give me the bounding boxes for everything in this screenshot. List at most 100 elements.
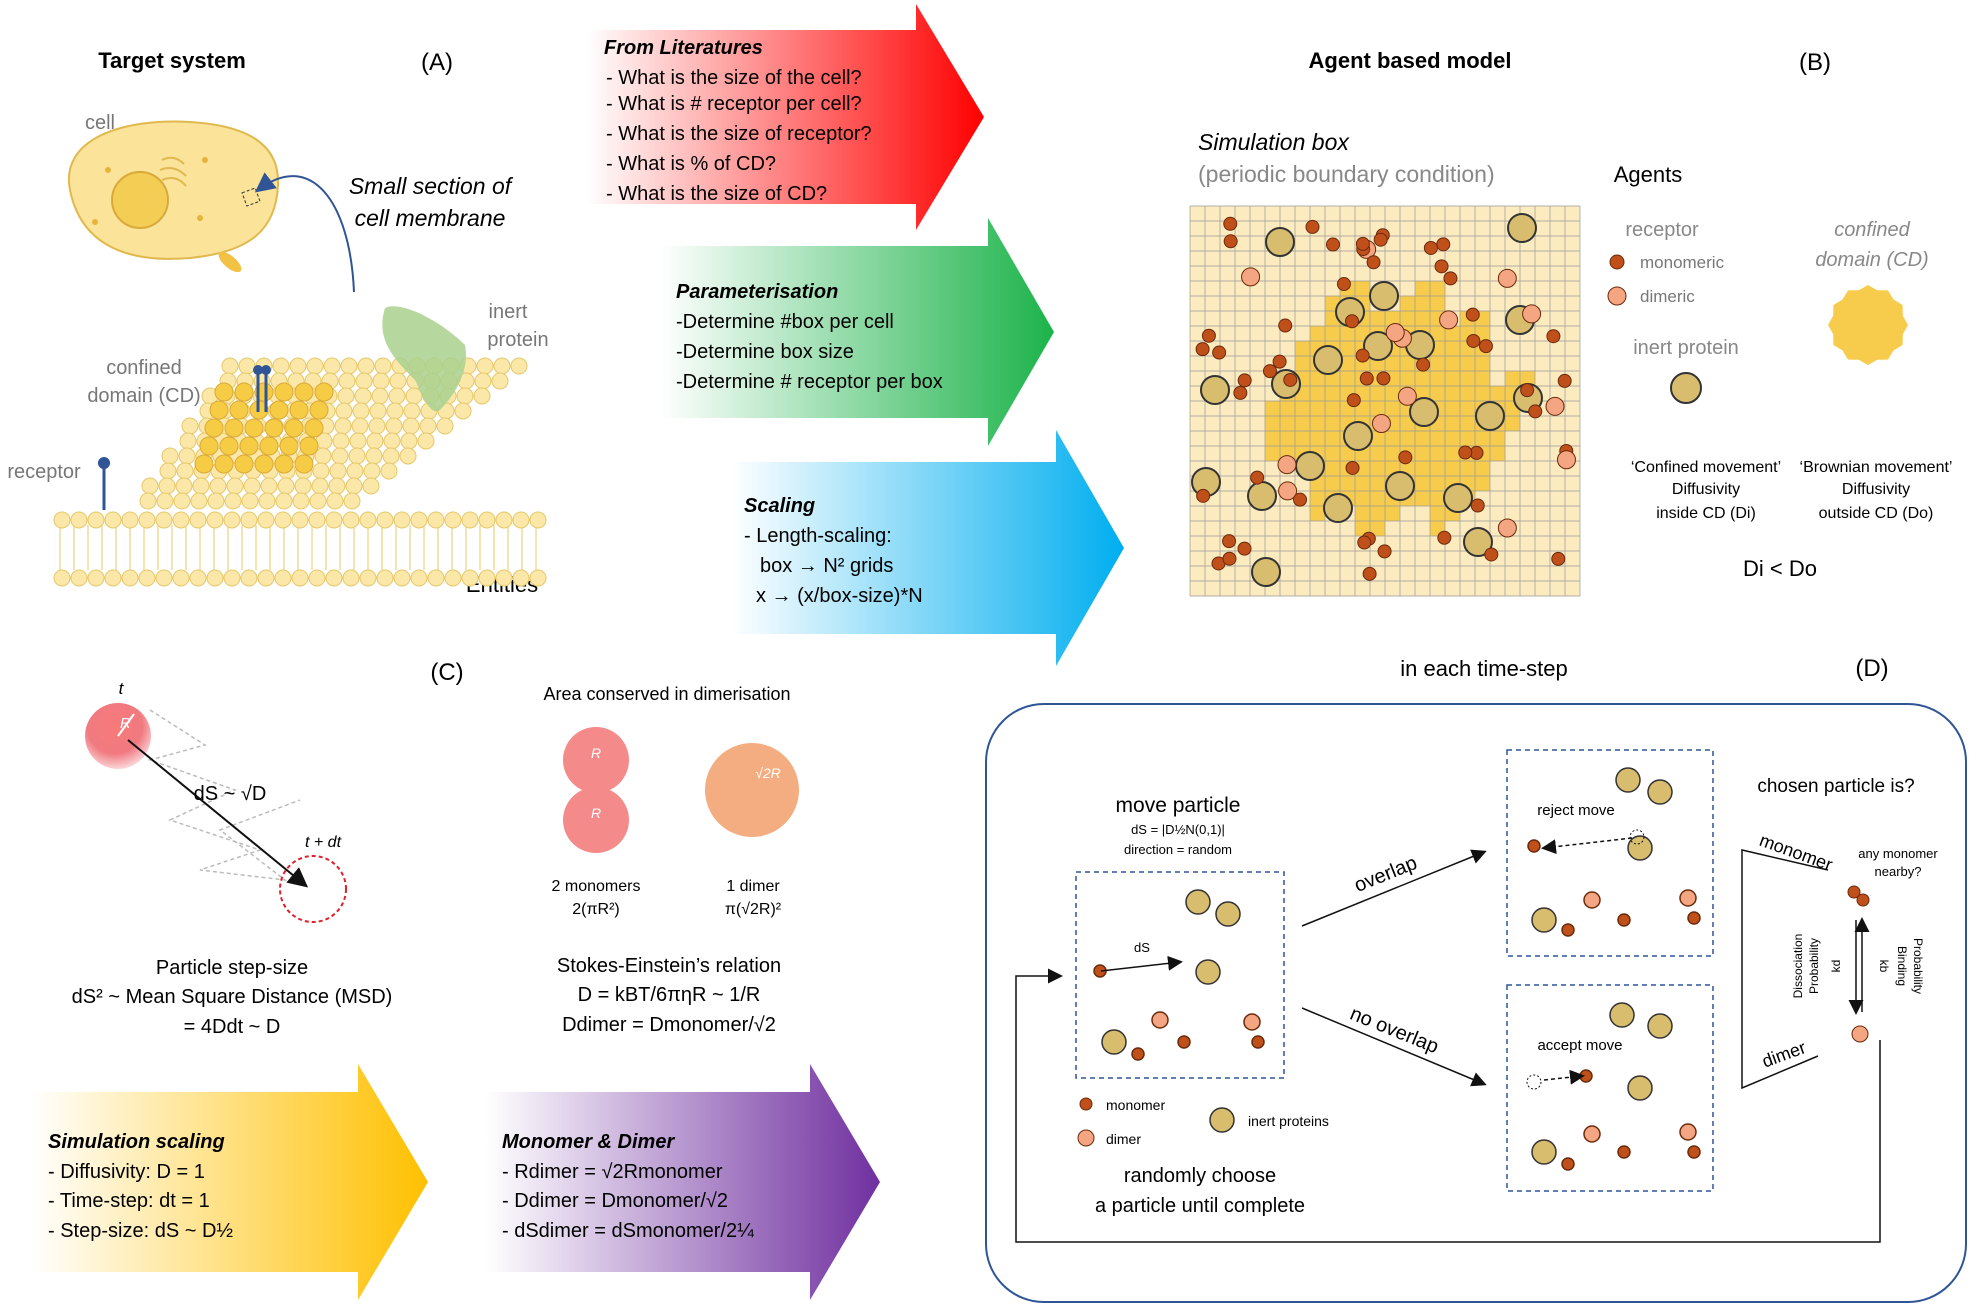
parameterisation-item-1: -Determine #box per cell	[676, 311, 894, 333]
inert-protein	[1343, 421, 1373, 451]
dimer-receptor	[1397, 386, 1417, 406]
monomer-receptor	[1398, 450, 1413, 465]
lipid-head	[209, 477, 227, 495]
monomer-receptor	[1458, 445, 1473, 460]
cd-lipid	[274, 382, 294, 402]
lipid-head	[400, 432, 418, 450]
cd-cell	[1295, 401, 1310, 416]
cd-cell	[1400, 431, 1415, 446]
dimer-receptor	[1497, 518, 1517, 538]
lipid-head	[529, 511, 547, 529]
lipid-head	[363, 462, 381, 480]
inert-protein	[1247, 481, 1277, 511]
monomer-receptor	[1434, 259, 1449, 274]
inert-protein	[1195, 959, 1221, 985]
lipid-head	[345, 477, 363, 495]
chosen-dimer	[1851, 1025, 1869, 1043]
cd-cell	[1430, 371, 1445, 386]
lipid-head	[192, 477, 210, 495]
step-arrow	[127, 739, 309, 888]
monomer-receptor	[1305, 219, 1320, 234]
cd-lipid	[309, 400, 329, 420]
lipid-head	[371, 387, 389, 405]
cd-cell	[1445, 326, 1460, 341]
dimer-diffusivity: Ddimer = Dmonomer/√2	[562, 1014, 776, 1036]
cd-cell	[1355, 281, 1370, 296]
lipid-head	[376, 569, 394, 587]
cd-cell	[1490, 446, 1505, 461]
area-title: Area conserved in dimerisation	[543, 684, 790, 704]
section-label-2: cell membrane	[355, 205, 506, 231]
lipid-head	[260, 477, 278, 495]
cd-lipid	[304, 418, 324, 438]
monomer-receptor	[1262, 364, 1277, 379]
cd-cell	[1445, 341, 1460, 356]
no-overlap-label: no overlap	[1347, 1003, 1442, 1058]
lipid-head	[141, 477, 159, 495]
dimer-legend-dot	[1607, 286, 1627, 306]
dimer-area: π(√2R)²	[725, 901, 782, 918]
move-sub-1: dS = |D½N(0,1)|	[1131, 822, 1225, 837]
cd-cell	[1415, 476, 1430, 491]
section-label-1: Small section of	[349, 173, 514, 199]
lipid-head	[362, 477, 380, 495]
scaling-item-3: x → (x/box-size)*N	[756, 585, 923, 607]
cd-cell	[1475, 386, 1490, 401]
lipid-head	[399, 447, 417, 465]
cd-cell	[1460, 416, 1475, 431]
lipid-head	[189, 511, 207, 529]
step-size-label: dS ~ √D	[194, 783, 267, 805]
cd-lipid	[314, 382, 334, 402]
brownian-line-2: Diffusivity	[1842, 481, 1910, 498]
cd-cell	[1340, 476, 1355, 491]
sim-scaling-item-3: - Step-size: dS ~ D½	[48, 1220, 233, 1242]
binding-2: Probability	[1911, 938, 1925, 994]
cd-cell	[1265, 416, 1280, 431]
cd-cell	[1340, 356, 1355, 371]
panel-d-header: in each time-step	[1400, 656, 1568, 681]
lipid-head	[311, 477, 329, 495]
random-walk-path	[147, 709, 301, 882]
cd-cell	[1415, 311, 1430, 326]
lipid-head	[342, 511, 360, 529]
lipid-head	[342, 569, 360, 587]
lipid-head	[374, 357, 392, 375]
cd-cell	[1430, 476, 1445, 491]
lipid-head	[179, 432, 197, 450]
inert-protein	[1463, 527, 1493, 557]
lipid-head	[346, 462, 364, 480]
monomer-receptor	[1520, 383, 1535, 398]
dimer-receptor	[1385, 323, 1405, 343]
lipid-head	[226, 477, 244, 495]
lipid-head	[326, 492, 344, 510]
cell-illustration	[67, 120, 355, 293]
literature-item-2: - What is # receptor per cell?	[606, 93, 862, 115]
cd-cell	[1355, 506, 1370, 521]
msd-line: dS² ~ Mean Square Distance (MSD)	[72, 986, 393, 1008]
cd-cell	[1475, 371, 1490, 386]
inert-label-1: inert	[489, 301, 528, 323]
lipid-head	[308, 569, 326, 587]
cd-lipid	[234, 454, 254, 474]
lipid-head	[309, 492, 327, 510]
monomer-receptor	[1237, 373, 1252, 388]
lipid-head	[343, 492, 361, 510]
inert-protein	[1531, 1139, 1557, 1165]
monomer-receptor	[1561, 923, 1575, 937]
lipid-head	[221, 357, 239, 375]
accept-box	[1506, 984, 1714, 1192]
monomer-r-2: R	[591, 805, 601, 821]
cd-cell	[1520, 371, 1535, 386]
kb-label: kb	[1877, 960, 1891, 973]
cd-cell	[1355, 491, 1370, 506]
monomer-receptor	[1687, 1145, 1701, 1159]
lipid-head	[334, 417, 352, 435]
cd-cell	[1460, 356, 1475, 371]
cd-cell	[1385, 431, 1400, 446]
mono-dimer-item-1: - Rdimer = √2Rmonomer	[502, 1161, 723, 1183]
monomer-receptor	[1272, 354, 1287, 369]
lipid-head	[340, 357, 358, 375]
cd-cell	[1310, 386, 1325, 401]
inert-protein	[1385, 471, 1415, 501]
